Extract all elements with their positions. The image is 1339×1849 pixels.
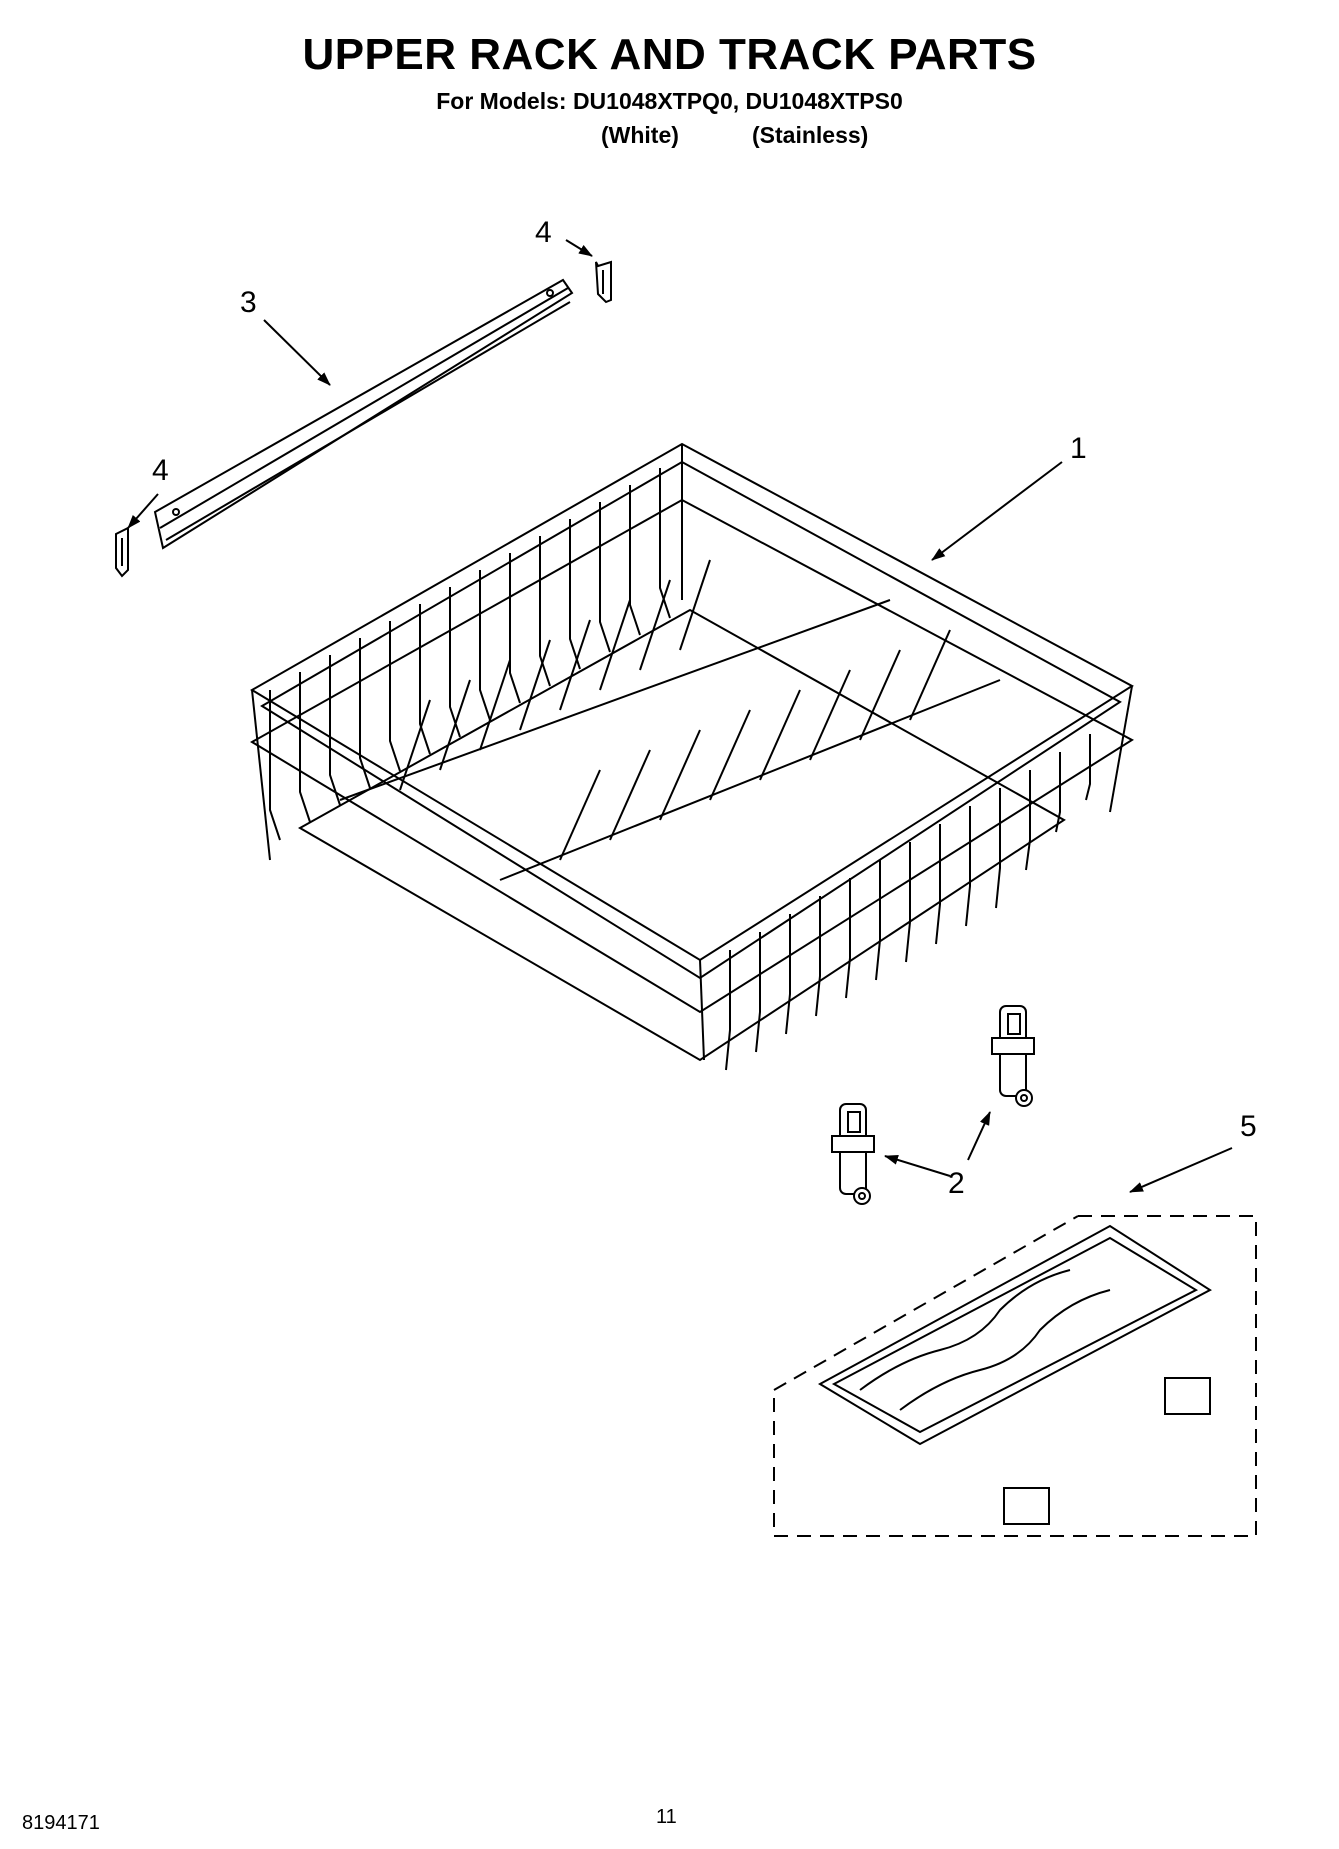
models-line: For Models: DU1048XTPQ0, DU1048XTPS0 [436, 88, 903, 114]
tray-kit [817, 1224, 1212, 1525]
callout-2: 2 [948, 1167, 965, 1200]
rack-roller-right [991, 1005, 1035, 1107]
tray-kit-box [773, 1215, 1257, 1537]
callout-4-top: 4 [535, 216, 552, 249]
callout-1: 1 [1070, 432, 1087, 465]
page-number: 11 [656, 1806, 677, 1828]
callout-4-left: 4 [152, 454, 169, 487]
callout-5: 5 [1240, 1110, 1257, 1143]
page-title: UPPER RACK AND TRACK PARTS [302, 30, 1037, 79]
upper-rack [250, 442, 1134, 1071]
rack-roller-left [831, 1103, 875, 1205]
leader-arrows [127, 239, 1233, 1193]
variant-stainless-label: (Stainless) [752, 122, 869, 148]
track-stop-left [115, 526, 129, 578]
callout-3: 3 [240, 286, 257, 319]
track-stop-top [595, 260, 612, 304]
variant-white-label: (White) [601, 122, 679, 148]
document-number: 8194171 [22, 1812, 100, 1834]
track-rail [153, 278, 574, 550]
